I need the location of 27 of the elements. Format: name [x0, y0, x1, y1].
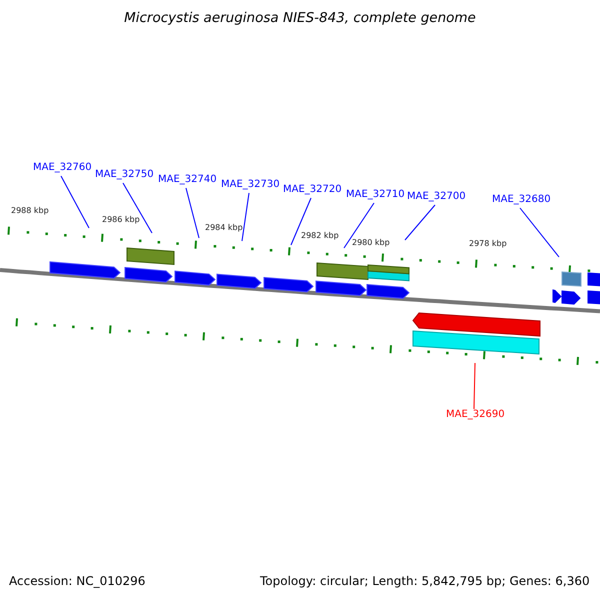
scale-label: 2978 kbp: [469, 239, 507, 248]
leader-line: [474, 362, 476, 410]
gene-label: MAE_32720: [283, 184, 342, 195]
scale-label: 2984 kbp: [205, 223, 243, 232]
gene-label: MAE_32760: [33, 162, 92, 173]
gene-label: MAE_32750: [95, 169, 154, 180]
gene-label: MAE_32690: [446, 409, 505, 420]
chart-title: Microcystis aeruginosa NIES-843, complete genome: [123, 10, 477, 26]
accession-text: Accession: NC_010296: [9, 574, 146, 588]
scale-label: 2982 kbp: [301, 231, 339, 240]
gene-label: MAE_32710: [346, 189, 405, 200]
gene-label: MAE_32730: [221, 179, 280, 190]
gene-label: MAE_32740: [158, 174, 217, 185]
leader-line: [520, 208, 560, 258]
genome-summary-text: Topology: circular; Length: 5,842,795 bp; Genes: 6,360: [260, 574, 590, 588]
leader-line: [290, 198, 312, 246]
leader-line: [122, 182, 152, 234]
scale-label: 2986 kbp: [102, 215, 140, 224]
leader-line: [404, 204, 436, 240]
leader-line: [186, 188, 200, 238]
leader-line: [344, 202, 374, 248]
gene-label: MAE_32700: [407, 191, 466, 202]
leader-line: [60, 176, 90, 228]
scale-label: 2988 kbp: [11, 206, 49, 215]
scale-label: 2980 kbp: [352, 238, 390, 247]
leader-line: [242, 192, 250, 242]
gene-label: MAE_32680: [492, 194, 551, 205]
